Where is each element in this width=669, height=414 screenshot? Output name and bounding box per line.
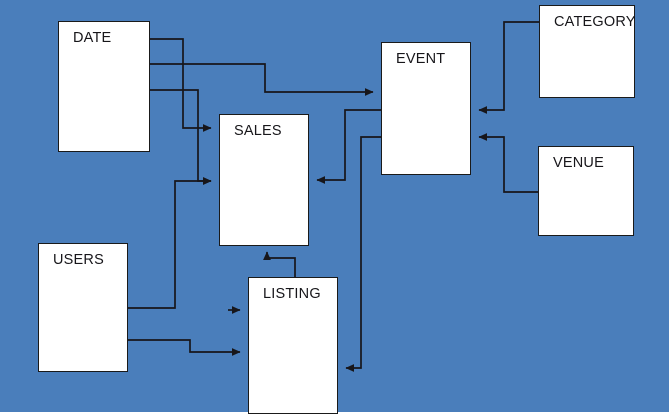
connector-category-to-event <box>478 21 539 114</box>
entity-label-date: DATE <box>73 30 112 46</box>
entity-box-listing[interactable]: LISTING <box>248 277 338 414</box>
connector-date-to-sales-1 <box>150 38 212 132</box>
connector-venue-to-event <box>478 133 538 193</box>
connector-date-to-sales-2 <box>150 89 212 185</box>
entity-label-category: CATEGORY <box>554 14 636 30</box>
connector-event-to-sales <box>316 109 381 184</box>
entity-label-listing: LISTING <box>263 286 321 302</box>
connector-event-to-listing <box>345 136 381 372</box>
entity-box-users[interactable]: USERS <box>38 243 128 372</box>
entity-box-sales[interactable]: SALES <box>219 114 309 246</box>
entity-label-venue: VENUE <box>553 155 604 171</box>
entity-box-category[interactable]: CATEGORY <box>539 5 635 98</box>
entity-label-users: USERS <box>53 252 104 268</box>
connector-date-to-event <box>150 63 374 96</box>
connector-users-to-sales <box>128 177 212 309</box>
entity-label-event: EVENT <box>396 51 446 67</box>
connector-users-to-listing <box>128 339 241 356</box>
entity-label-sales: SALES <box>234 123 282 139</box>
connector-listing-to-sales <box>263 251 296 277</box>
entity-box-venue[interactable]: VENUE <box>538 146 634 236</box>
entity-box-date[interactable]: DATE <box>58 21 150 152</box>
entity-box-event[interactable]: EVENT <box>381 42 471 175</box>
